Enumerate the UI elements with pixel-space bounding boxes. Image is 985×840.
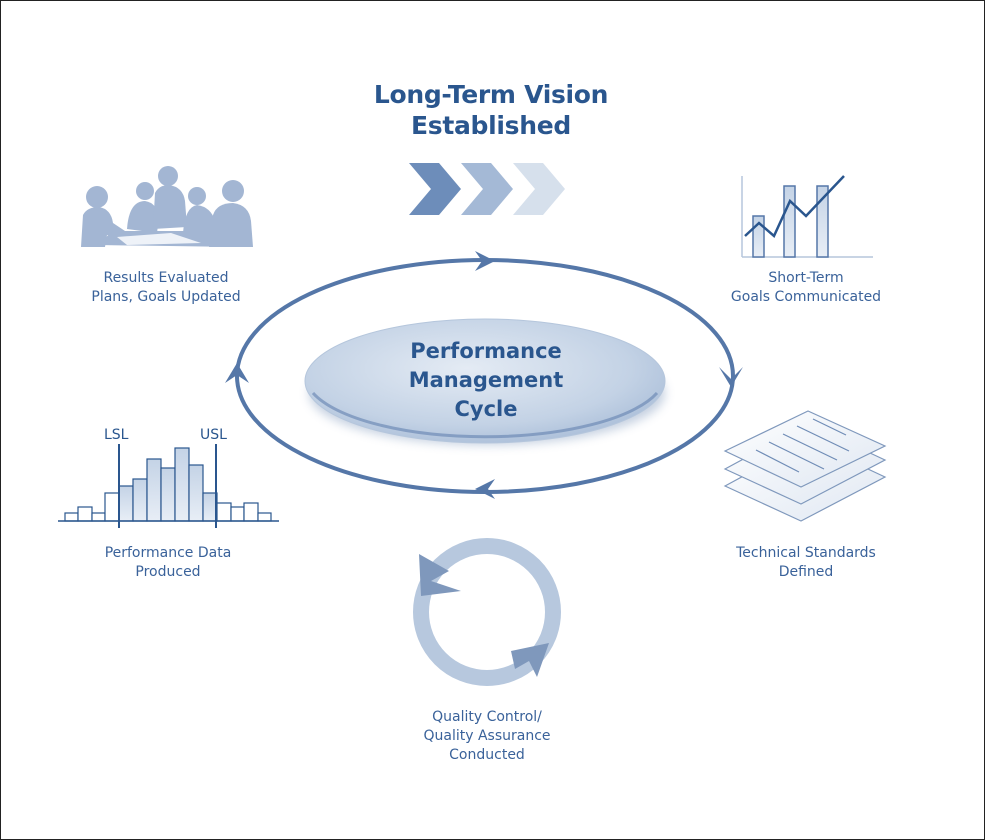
- ring-arrow-right: [719, 367, 743, 387]
- ring-arrow-bottom: [475, 479, 495, 499]
- ring-arrow-left: [225, 363, 249, 383]
- document-stack-icon: [723, 410, 887, 522]
- qc-arrow-top-left: [419, 554, 461, 596]
- stage-label-standards: Technical Standards Defined: [736, 545, 876, 580]
- title-line-2: Established: [410, 111, 572, 140]
- title-line-1: Long-Term Vision: [373, 80, 609, 109]
- center-ellipse: [304, 318, 666, 445]
- bar-line-chart-icon: [741, 175, 873, 258]
- stage-label-short-term: Short-Term Goals Communicated: [730, 270, 882, 305]
- chart-bar: [816, 185, 829, 258]
- page-title: Long-Term Vision Established: [331, 79, 651, 141]
- chart-trend-line: [744, 175, 845, 239]
- stage-label-qc: Quality Control/ Quality Assurance Condu…: [423, 709, 551, 763]
- chevron-1: [409, 163, 461, 215]
- lsl-label: LSL: [104, 427, 129, 443]
- stage-label-results: Results Evaluated Plans, Goals Updated: [91, 270, 241, 305]
- qc-arrow-bottom-right: [511, 643, 549, 677]
- chart-bar: [752, 215, 765, 258]
- ring-arrow-top: [475, 251, 495, 271]
- center-line-2: Management: [408, 368, 564, 392]
- cycle-arrows-icon: [413, 538, 561, 686]
- chevron-arrows-icon: [409, 163, 565, 215]
- cycle-ring: [225, 251, 743, 499]
- usl-label: USL: [200, 427, 227, 443]
- chevron-2: [461, 163, 513, 215]
- center-line-1: Performance: [410, 339, 562, 363]
- meeting-silhouette-icon: [81, 166, 253, 247]
- center-line-3: Cycle: [454, 397, 518, 421]
- histogram-icon: [58, 444, 279, 528]
- stage-label-performance: Performance Data Produced: [104, 545, 232, 580]
- chevron-3: [513, 163, 565, 215]
- chart-bar: [783, 185, 796, 258]
- center-label: Performance Management Cycle: [361, 337, 611, 424]
